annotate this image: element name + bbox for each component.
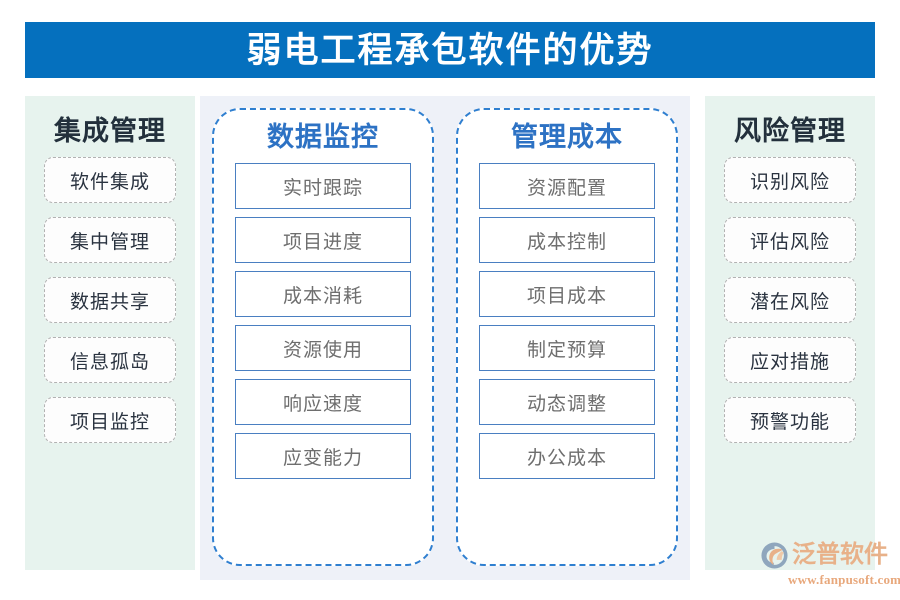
list-item[interactable]: 响应速度	[235, 379, 411, 425]
list-item[interactable]: 潜在风险	[724, 277, 856, 323]
list-item[interactable]: 软件集成	[44, 157, 176, 203]
page-title: 弱电工程承包软件的优势	[246, 30, 654, 70]
list-item[interactable]: 成本消耗	[235, 271, 411, 317]
list-item[interactable]: 应变能力	[235, 433, 411, 479]
column-risk-management: 风险管理 识别风险 评估风险 潜在风险 应对措施 预警功能	[705, 96, 875, 570]
middle-stage: 数据监控 实时跟踪 项目进度 成本消耗 资源使用 响应速度 应变能力 管理成本 …	[200, 96, 690, 580]
list-item[interactable]: 信息孤岛	[44, 337, 176, 383]
list-item[interactable]: 集中管理	[44, 217, 176, 263]
list-item[interactable]: 实时跟踪	[235, 163, 411, 209]
list-item[interactable]: 评估风险	[724, 217, 856, 263]
logo-url: www.fanpusoft.com	[788, 572, 900, 587]
column-heading-middle-first: 数据监控	[267, 122, 379, 152]
logo-row: 泛普软件	[760, 540, 888, 570]
list-item[interactable]: 预警功能	[724, 397, 856, 443]
column-data-monitoring: 数据监控 实时跟踪 项目进度 成本消耗 资源使用 响应速度 应变能力	[212, 108, 434, 566]
column-heading-left: 集成管理	[54, 116, 166, 146]
list-item[interactable]: 识别风险	[724, 157, 856, 203]
column-heading-right: 风险管理	[734, 116, 846, 146]
list-item[interactable]: 动态调整	[479, 379, 655, 425]
title-banner: 弱电工程承包软件的优势	[25, 22, 875, 78]
list-item[interactable]: 应对措施	[724, 337, 856, 383]
fanpu-swirl-icon	[761, 541, 788, 569]
list-item[interactable]: 成本控制	[479, 217, 655, 263]
column-heading-middle-second: 管理成本	[511, 122, 623, 152]
logo-name: 泛普软件	[792, 542, 888, 568]
list-item[interactable]: 制定预算	[479, 325, 655, 371]
list-item[interactable]: 项目成本	[479, 271, 655, 317]
list-item[interactable]: 数据共享	[44, 277, 176, 323]
list-item[interactable]: 资源使用	[235, 325, 411, 371]
brand-logo: 泛普软件 www.fanpusoft.com	[760, 540, 900, 588]
column-integration-management: 集成管理 软件集成 集中管理 数据共享 信息孤岛 项目监控	[25, 96, 195, 570]
list-item[interactable]: 项目监控	[44, 397, 176, 443]
list-item[interactable]: 项目进度	[235, 217, 411, 263]
column-management-cost: 管理成本 资源配置 成本控制 项目成本 制定预算 动态调整 办公成本	[456, 108, 678, 566]
list-item[interactable]: 办公成本	[479, 433, 655, 479]
list-item[interactable]: 资源配置	[479, 163, 655, 209]
